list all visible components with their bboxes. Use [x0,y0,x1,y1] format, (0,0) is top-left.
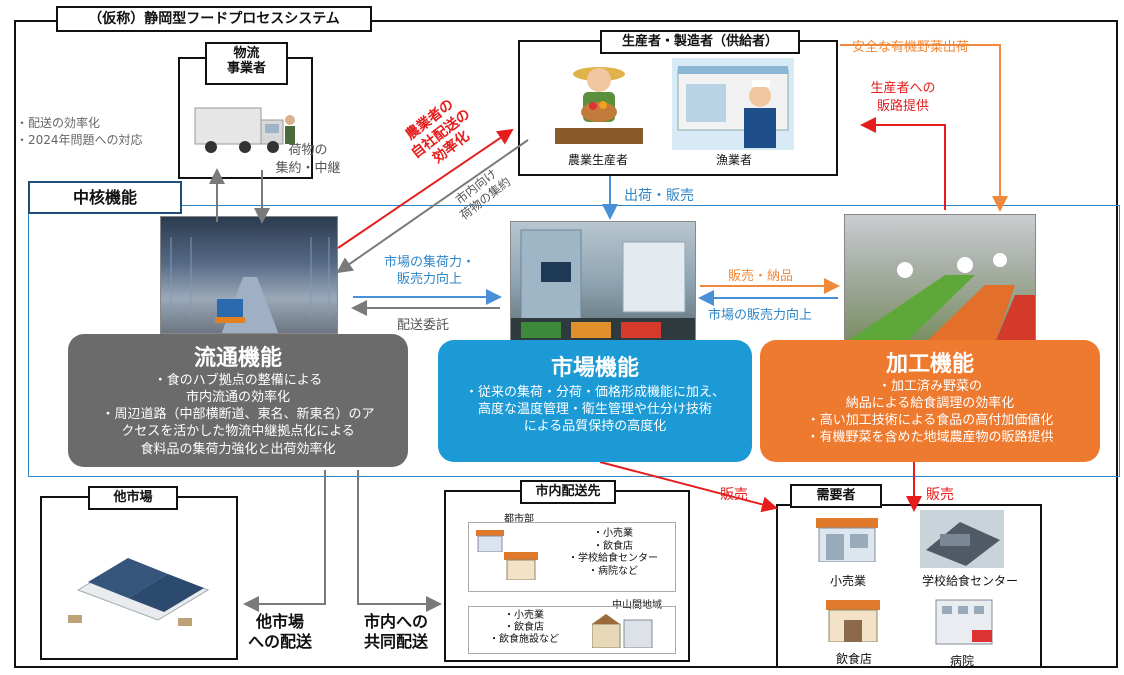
restaurant-icon [504,552,538,581]
urban-item-2: ・飲食店 [593,540,633,552]
urban-item-1: ・小売業 [593,528,633,539]
note-2024: ・2024年問題への対応 [16,133,143,147]
note-joint-delivery-line2: 共同配送 [363,632,428,651]
processing-title: 加工機能 [885,352,974,377]
farmer-illustration [555,56,643,144]
store-icon [476,530,504,553]
city-dest-title: 市内配送先 [520,480,616,504]
urban-label: 都市部 [504,514,534,525]
urban-frame [468,522,676,592]
note-sales-processing: 販売 [926,487,954,503]
note-joint-delivery-line1: 市内への [363,612,428,631]
fishery-illustration [672,58,794,150]
distribution-line-2: 市内流通の効率化 [185,390,290,406]
restaurant-store-icon [826,600,880,643]
processing-line-3: ・高い加工技術による食品の高付加価値化 [806,413,1054,429]
note-channel: 生産者への 販路提供 [858,80,948,115]
market-line-1: ・従来の集荷・分荷・価格形成機能に加え、 [464,385,725,400]
market-line-2: 高度な温度管理・衛生管理や仕分け技術 [477,402,712,418]
processing-line-1: ・加工済み野菜の [877,379,982,394]
logistics-title: 物流 事業者 [205,42,288,85]
note-delivery-outsource: 配送委託 [397,318,450,333]
mountain-item-1: ・小売業 [504,610,544,621]
mountain-items: ・小売業 ・飲食店 ・飲食施設など [478,610,570,646]
other-market-title: 他市場 [88,486,178,510]
mountain-item-3: ・飲食施設など [489,634,559,645]
distribution-panel: 流通機能 ・食のハブ拠点の整備による 市内流通の効率化 ・周辺道路（中部横断道、… [68,334,408,467]
truck-icon [193,102,297,156]
note-other-market-delivery: 他市場 への配送 [240,612,320,652]
demand-title: 需要者 [790,484,882,508]
note-market-power-line1: 市場の集荷力・ [383,255,475,270]
distribution-line-4: クセスを活かした物流中継拠点化による [121,424,355,440]
warehouse-illustration [58,520,216,640]
note-market-power: 市場の集荷力・ 販売力向上 [362,255,497,289]
market-photo [510,221,696,345]
note-cargo: 荷物の 集約・中継 [262,142,354,177]
urban-item-4: ・病院など [588,565,638,577]
note-other-market-delivery-line1: 他市場 [255,612,304,631]
distribution-line-5: 食料品の集荷力強化と出荷効率化 [140,441,336,457]
note-channel-line1: 生産者への [870,81,936,96]
retail-label: 小売業 [830,574,867,588]
distribution-photo [160,216,338,334]
market-panel: 市場機能 ・従来の集荷・分荷・価格形成機能に加え、 高度な温度管理・衛生管理や仕… [438,340,752,462]
distribution-title: 流通機能 [193,346,282,371]
producers-title: 生産者・製造者（供給者） [600,30,800,54]
outer-frame [14,20,1118,668]
market-title: 市場機能 [550,356,639,381]
note-sales-market: 販売 [720,487,748,503]
system-title: （仮称）静岡型フードプロセスシステム [56,6,372,32]
note-sell-deliver: 販売・納品 [728,269,794,284]
note-cargo-line2: 集約・中継 [275,160,341,176]
core-label: 中核機能 [28,181,182,214]
note-ship-sell: 出荷・販売 [624,188,694,204]
farmer-label: 農業生産者 [568,153,629,167]
processing-line-4: ・有機野菜を含めた地域農産物の販路提供 [806,430,1054,446]
market-line-3: による品質保持の高度化 [523,419,667,435]
note-market-sales: 市場の販売力向上 [708,308,813,323]
mountain-frame [468,606,676,654]
distribution-line-1: ・食のハブ拠点の整備による [153,373,323,388]
note-cargo-line1: 荷物の [288,143,328,158]
urban-item-3: ・学校給食センター [568,553,658,564]
note-channel-line2: 販路提供 [876,98,929,114]
note-organic: 安全な有機野菜出荷 [852,40,970,55]
logistics-title-line2: 事業者 [226,60,266,76]
note-efficiency: ・配送の効率化 [16,116,101,130]
processing-photo [844,214,1036,342]
school-label: 学校給食センター [922,574,1019,588]
hospital-label: 病院 [950,654,975,668]
note-other-market-delivery-line2: への配送 [247,632,312,651]
restaurant-label: 飲食店 [836,652,873,666]
urban-items: ・小売業 ・飲食店 ・学校給食センター ・病院など [560,528,666,578]
processing-panel: 加工機能 ・加工済み野菜の 納品による給食調理の効率化 ・高い加工技術による食品… [760,340,1100,462]
mountain-shops-icon [591,612,654,649]
note-market-power-line2: 販売力向上 [396,271,462,287]
retail-store-icon [816,518,878,563]
note-joint-delivery: 市内への 共同配送 [354,612,438,652]
distribution-line-3: ・周辺道路（中部横断道、東名、新東名）のア [101,407,375,423]
processing-line-2: 納品による給食調理の効率化 [845,396,1015,412]
mountain-item-2: ・飲食店 [504,622,544,633]
hospital-icon [932,594,996,648]
core-frame [28,205,1120,477]
school-lunch-center-icon [920,510,1004,568]
fisher-label: 漁業者 [716,153,753,167]
mountain-label: 中山間地域 [612,600,662,611]
logistics-title-line1: 物流 [233,46,260,61]
